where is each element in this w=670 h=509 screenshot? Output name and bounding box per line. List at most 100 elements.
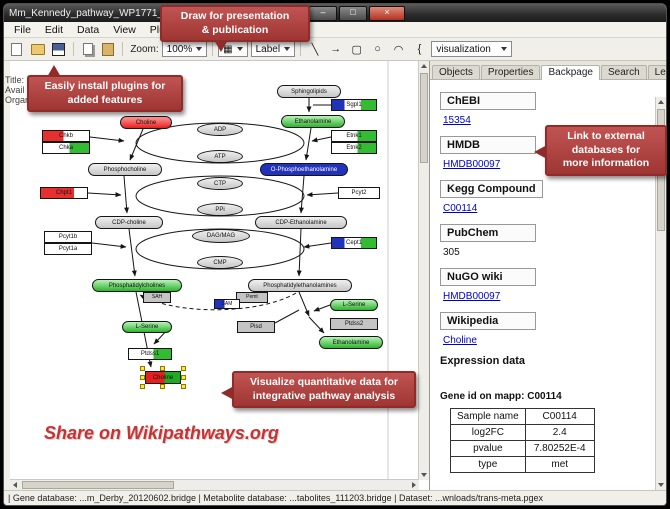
selection-handle[interactable] bbox=[140, 384, 145, 389]
pathway-node-cdp-choline[interactable]: CDP-choline bbox=[95, 216, 163, 229]
scroll-down-icon[interactable] bbox=[421, 473, 427, 477]
scrollbar-thumb[interactable] bbox=[420, 73, 428, 163]
menu-file[interactable]: File bbox=[14, 23, 31, 36]
table-cell: 2.4 bbox=[524, 424, 595, 441]
pathway-node-pcyt1b[interactable]: Pcyt1b bbox=[44, 231, 92, 243]
pathway-node-dag-mag[interactable]: DAG/MAG bbox=[192, 229, 250, 243]
menu-data[interactable]: Data bbox=[77, 23, 100, 36]
pathway-node-cept1[interactable]: Cept1 bbox=[331, 237, 377, 249]
pathway-node-etnk2[interactable]: Etnk2 bbox=[331, 142, 377, 154]
new-file-icon bbox=[11, 42, 23, 56]
pathway-node-chka[interactable]: Chka bbox=[42, 142, 90, 154]
expression-table: Sample name C00114 log2FC 2.4 pvalue 7.8… bbox=[450, 408, 595, 473]
selected-node-wrapper: Choline bbox=[140, 366, 186, 389]
title-bar[interactable]: Mm_Kennedy_pathway_WP1771_45176.gpml – □… bbox=[4, 4, 666, 22]
brace-tool-button[interactable]: { bbox=[410, 40, 428, 59]
arrow-tool-button[interactable]: → bbox=[327, 40, 345, 59]
zoom-label: Zoom: bbox=[130, 43, 159, 55]
canvas-horizontal-scrollbar[interactable] bbox=[10, 479, 419, 490]
pathway-node-sam[interactable]: SAM bbox=[214, 299, 240, 309]
pathway-node-pcyt1a[interactable]: Pcyt1a bbox=[44, 243, 92, 255]
line-tool-button[interactable]: ╲ bbox=[306, 40, 324, 59]
chevron-down-icon bbox=[284, 47, 291, 51]
pathway-node-o-phosphoethanolamine[interactable]: O-Phosphoethanolamine bbox=[260, 163, 348, 176]
info-line: Title: bbox=[5, 75, 25, 85]
pathway-node-chkb[interactable]: Chkb bbox=[42, 130, 90, 142]
tab-backpage[interactable]: Backpage bbox=[541, 65, 600, 80]
open-file-button[interactable] bbox=[29, 40, 47, 59]
nugo-link[interactable]: HMDB00097 bbox=[443, 291, 501, 302]
arc-tool-button[interactable]: ◠ bbox=[390, 40, 408, 59]
pathway-node-cdp-ethanolamine[interactable]: CDP-Ethanolamine bbox=[255, 216, 347, 229]
pathway-node-atp[interactable]: ATP bbox=[197, 150, 243, 163]
pathway-node-l-serine-right[interactable]: L-Serine bbox=[330, 299, 378, 311]
scrollbar-thumb[interactable] bbox=[22, 481, 174, 489]
ellipse-tool-button[interactable]: ○ bbox=[369, 40, 387, 59]
selection-handle[interactable] bbox=[181, 366, 186, 371]
scroll-up-icon[interactable] bbox=[421, 64, 427, 68]
scroll-left-icon[interactable] bbox=[13, 482, 17, 488]
selection-handle[interactable] bbox=[181, 384, 186, 389]
gene-id-line: Gene id on mapp: C00114 bbox=[440, 391, 562, 402]
selection-handle[interactable] bbox=[140, 374, 145, 380]
selection-handle[interactable] bbox=[140, 366, 145, 371]
paste-button[interactable] bbox=[100, 40, 118, 59]
maximize-button[interactable]: □ bbox=[339, 5, 367, 21]
table-row: type met bbox=[450, 456, 595, 473]
pathway-node-ethanolamine-bottom[interactable]: Ethanolamine bbox=[319, 336, 383, 349]
menu-edit[interactable]: Edit bbox=[44, 23, 64, 36]
pathway-node-phosphocholine[interactable]: Phosphocholine bbox=[88, 163, 162, 176]
wikipedia-link[interactable]: Choline bbox=[443, 335, 477, 346]
zoom-combo[interactable]: 100% bbox=[161, 41, 208, 57]
window-controls: – □ × bbox=[309, 5, 405, 21]
menu-view[interactable]: View bbox=[113, 23, 136, 36]
minimize-button[interactable]: – bbox=[309, 5, 337, 21]
pathway-node-chpt1[interactable]: Chpt1 bbox=[40, 187, 88, 199]
pathway-node-ctp[interactable]: CTP bbox=[197, 177, 243, 190]
table-cell: Sample name bbox=[450, 408, 526, 425]
tab-legend[interactable]: Legend bbox=[647, 65, 666, 79]
save-button[interactable] bbox=[50, 40, 68, 59]
close-button[interactable]: × bbox=[369, 5, 405, 21]
pathway-node-pemt[interactable]: Pemt bbox=[236, 292, 268, 303]
visualization-dropdown[interactable]: visualization bbox=[431, 41, 513, 57]
pathway-node-pisd[interactable]: Pisd bbox=[237, 321, 275, 333]
pathway-node-adp[interactable]: ADP bbox=[197, 123, 243, 136]
pathway-node-l-serine-left[interactable]: L-Serine bbox=[122, 321, 172, 333]
scroll-down-icon[interactable] bbox=[658, 483, 664, 487]
new-file-button[interactable] bbox=[8, 40, 26, 59]
copy-button[interactable] bbox=[79, 40, 97, 59]
pathway-node-sah[interactable]: SAH bbox=[143, 292, 171, 303]
side-panel-tabs: Objects Properties Backpage Search Legen… bbox=[430, 61, 666, 80]
chebi-link[interactable]: 15354 bbox=[443, 115, 471, 126]
pathway-node-sgpl1[interactable]: Sgpl1 bbox=[331, 99, 377, 111]
canvas-vertical-scrollbar[interactable] bbox=[418, 61, 429, 480]
pathway-node-etnk1[interactable]: Etnk1 bbox=[331, 130, 377, 142]
pathway-node-ptdss2[interactable]: Ptdss2 bbox=[330, 318, 378, 330]
rect-tool-button[interactable]: ▢ bbox=[348, 40, 366, 59]
pathway-node-sphingolipids[interactable]: Sphingolipids bbox=[277, 85, 341, 98]
pathway-canvas[interactable]: Sphingolipids Sgpl1 Ethanolamine Choline… bbox=[10, 61, 430, 490]
pathway-info-fragment: Title: Avail Organ bbox=[5, 75, 30, 105]
pathway-node-cmp[interactable]: CMP bbox=[197, 256, 243, 269]
pathway-node-ethanolamine-top[interactable]: Ethanolamine bbox=[281, 115, 345, 128]
pathway-node-pcyt2[interactable]: Pcyt2 bbox=[338, 187, 380, 199]
selection-handle[interactable] bbox=[181, 374, 186, 380]
pathway-node-phosphatidylcholines[interactable]: Phosphatidylcholines bbox=[92, 279, 182, 292]
chevron-down-icon bbox=[196, 47, 203, 51]
tab-properties[interactable]: Properties bbox=[480, 65, 541, 79]
pathway-node-ppi[interactable]: PPi bbox=[197, 203, 243, 216]
pathway-node-choline[interactable]: Choline bbox=[120, 116, 172, 129]
scroll-up-icon[interactable] bbox=[658, 100, 664, 104]
scroll-right-icon[interactable] bbox=[412, 482, 416, 488]
hmdb-link[interactable]: HMDB00097 bbox=[443, 159, 501, 170]
pathway-node-ptdss1[interactable]: Ptdss1 bbox=[128, 348, 172, 360]
selection-handle[interactable] bbox=[160, 366, 165, 371]
kegg-link[interactable]: C00114 bbox=[443, 203, 478, 214]
label-tool-dropdown[interactable]: Label bbox=[250, 41, 296, 57]
tab-objects[interactable]: Objects bbox=[432, 65, 480, 79]
pathway-node-choline-selected[interactable]: Choline bbox=[145, 371, 181, 384]
selection-handle[interactable] bbox=[160, 384, 165, 389]
tab-search[interactable]: Search bbox=[600, 65, 647, 79]
pathway-node-phosphatidylethanolamines[interactable]: Phosphatidylethanolamines bbox=[248, 279, 352, 292]
